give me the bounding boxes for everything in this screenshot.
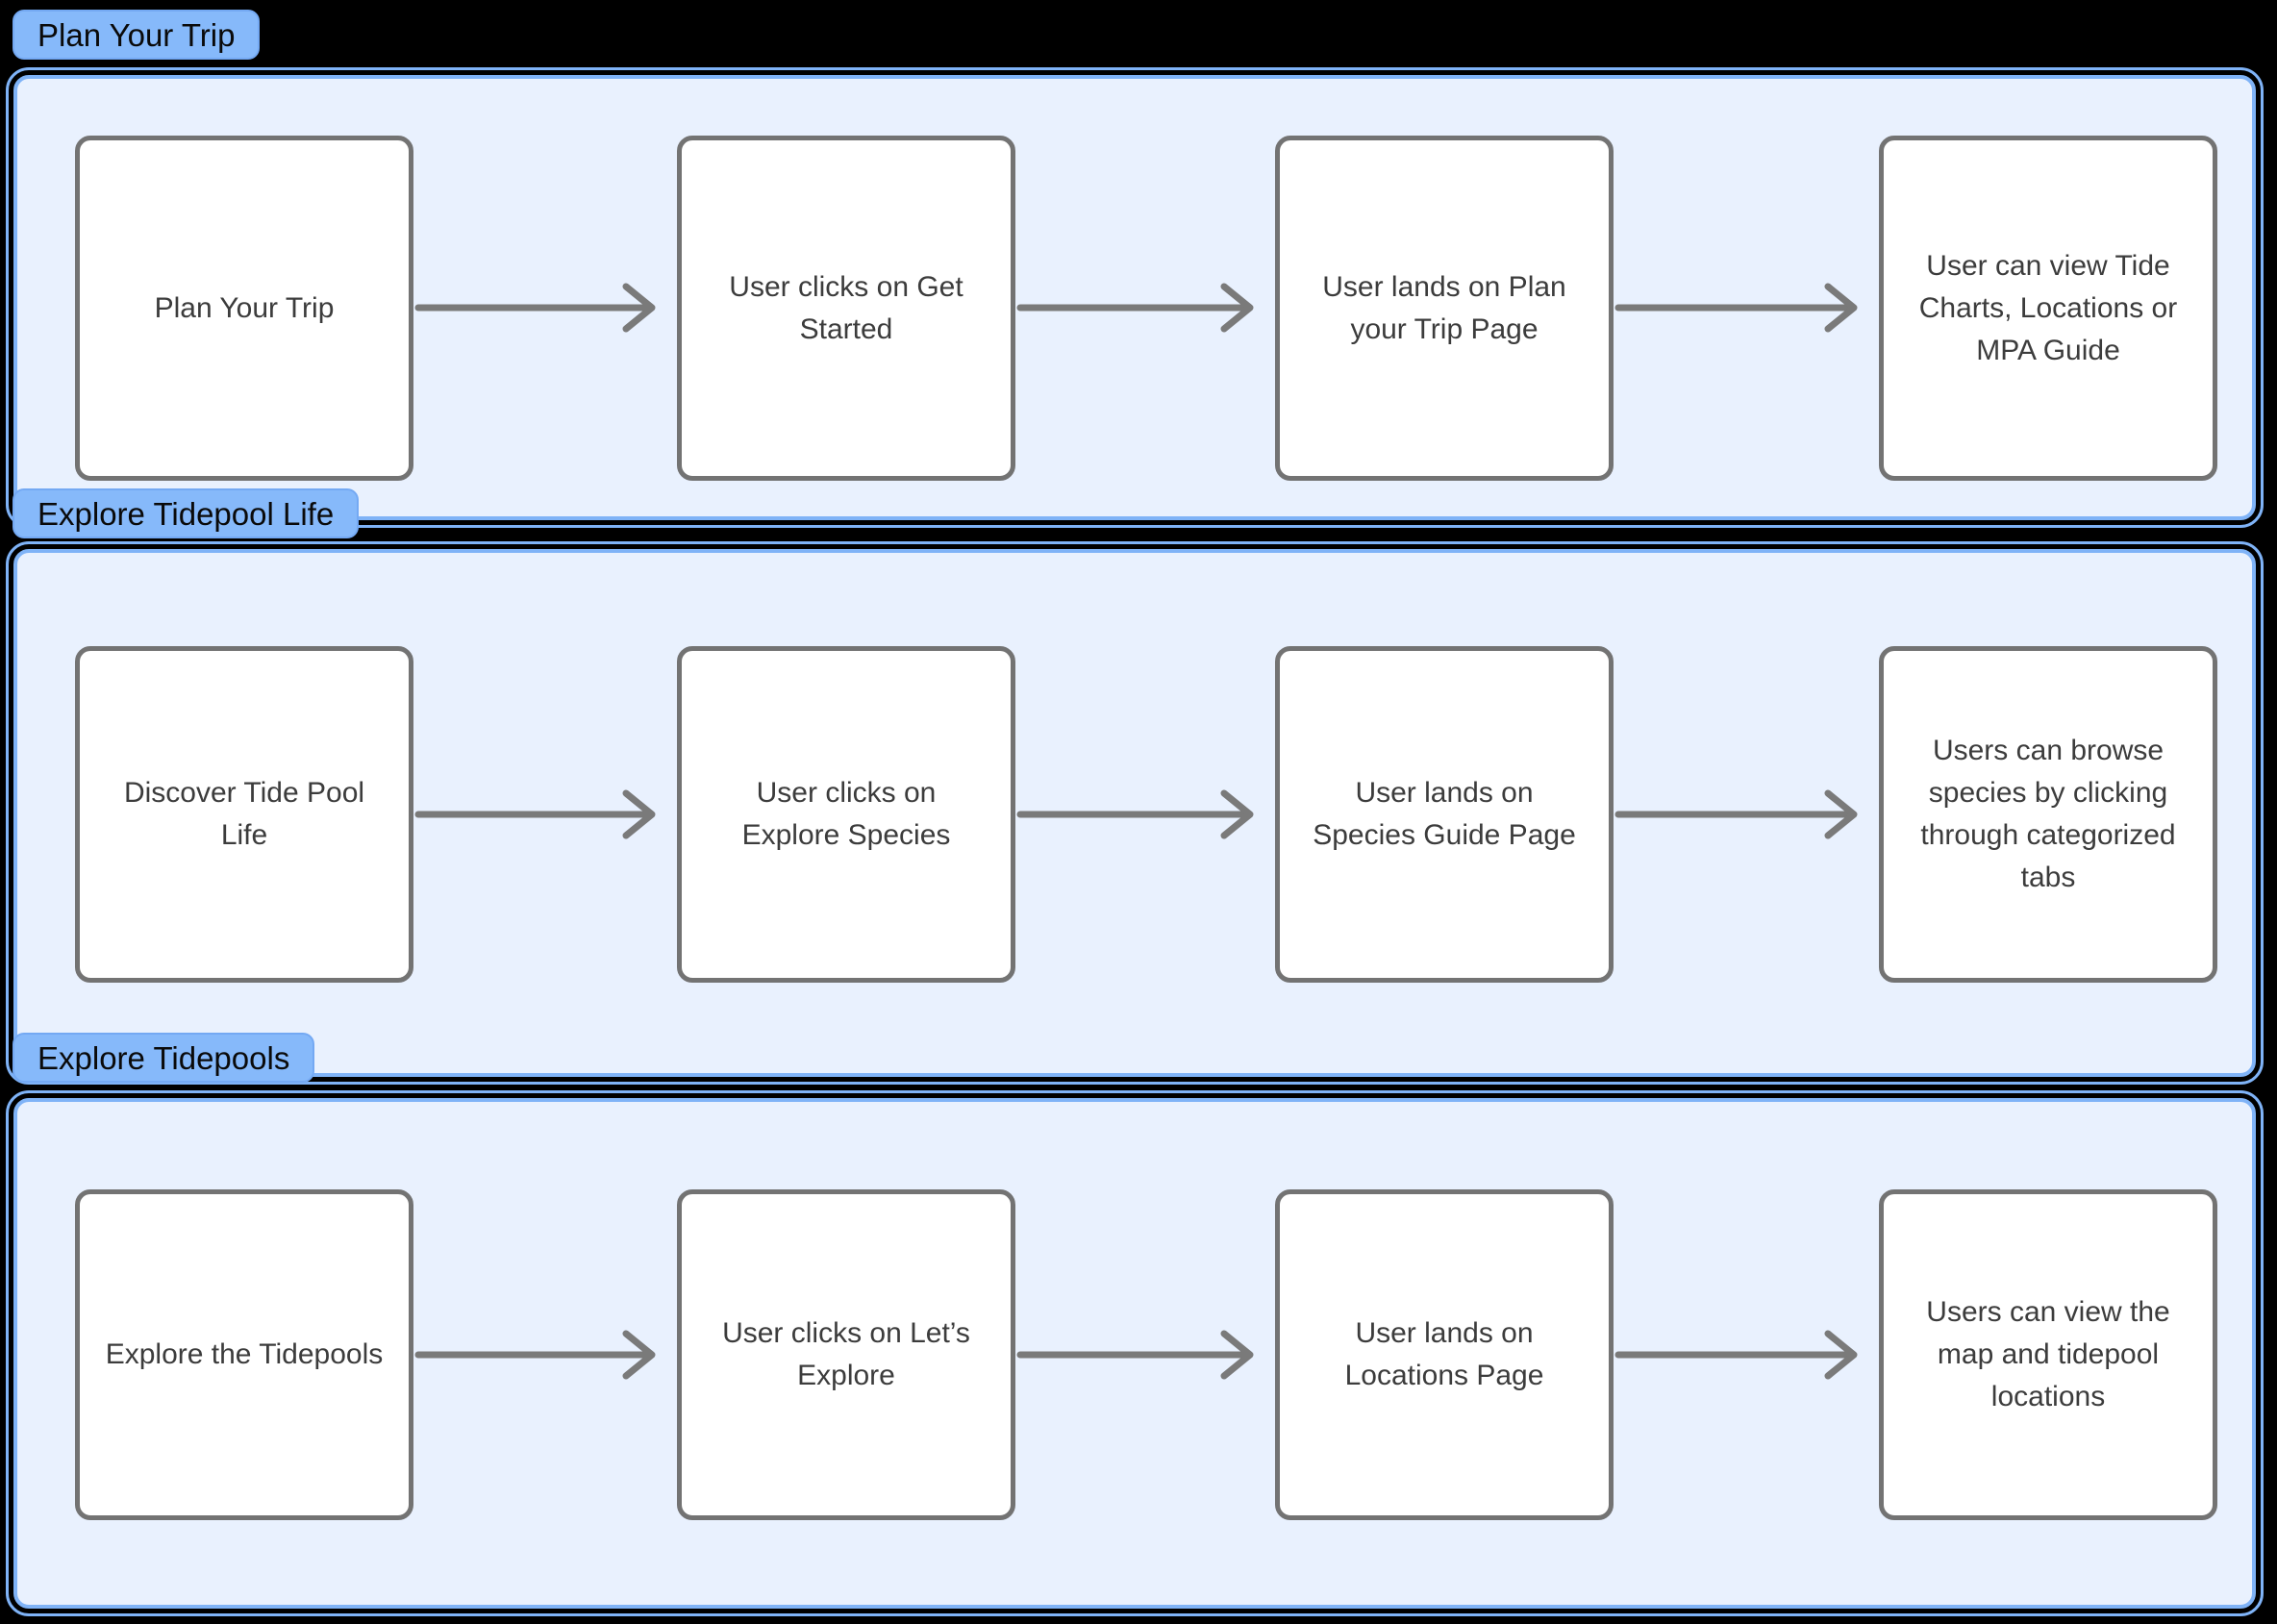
flow-node-text: Explore the Tidepools [105,1338,384,1370]
flow-node-step3[interactable]: User lands on Locations Page [1275,1189,1614,1520]
flow-node-text: User can view Tide Charts, Locations or … [1918,249,2178,366]
section-label-explore-tidepool-life[interactable]: Explore Tidepool Life [13,488,360,538]
flow-node-step2[interactable]: User clicks on Explore Species [677,646,1015,983]
flow-node-text: Users can view the map and tidepool loca… [1926,1296,2170,1412]
flow-node-step1[interactable]: Discover Tide Pool Life [75,646,413,983]
flow-arrow-icon [1016,1330,1254,1380]
flow-node-text: User lands on Locations Page [1344,1317,1544,1391]
flow-arrow-icon [1614,789,1858,839]
flow-node-step4[interactable]: Users can view the map and tidepool loca… [1879,1189,2217,1520]
flow-node-step3[interactable]: User lands on Plan your Trip Page [1275,136,1614,481]
section-explore-tidepools: Explore the Tidepools User clicks on Let… [6,1090,2264,1616]
flow-node-text: User clicks on Let’s Explore [722,1317,970,1391]
flow-arrow-icon [414,789,656,839]
flow-node-text: Users can browse species by clicking thr… [1920,735,2176,893]
flow-node-text: Discover Tide Pool Life [123,777,365,851]
flow-arrow-icon [1614,1330,1858,1380]
flow-node-text: User clicks on Get Started [729,270,963,345]
flow-node-step1[interactable]: Plan Your Trip [75,136,413,481]
flow-arrow-icon [414,1330,656,1380]
flow-node-step2[interactable]: User clicks on Get Started [677,136,1015,481]
flow-arrow-icon [1614,283,1858,333]
section-label-plan-your-trip[interactable]: Plan Your Trip [13,10,261,60]
flow-node-step4[interactable]: Users can browse species by clicking thr… [1879,646,2217,983]
flow-arrow-icon [414,283,656,333]
section-plan-your-trip: Plan Your Trip User clicks on Get Starte… [6,67,2264,528]
section-explore-tidepool-life: Discover Tide Pool Life User clicks on E… [6,541,2264,1085]
flow-node-step4[interactable]: User can view Tide Charts, Locations or … [1879,136,2217,481]
flow-node-text: Plan Your Trip [154,291,335,324]
section-label-explore-tidepools[interactable]: Explore Tidepools [13,1033,315,1083]
flow-node-step3[interactable]: User lands on Species Guide Page [1275,646,1614,983]
flow-arrow-icon [1016,283,1254,333]
flow-node-step1[interactable]: Explore the Tidepools [75,1189,413,1520]
flow-node-text: User lands on Species Guide Page [1313,777,1576,851]
flow-node-text: User lands on Plan your Trip Page [1322,270,1566,345]
flow-node-text: User clicks on Explore Species [741,777,951,851]
flow-arrow-icon [1016,789,1254,839]
flow-node-step2[interactable]: User clicks on Let’s Explore [677,1189,1015,1520]
